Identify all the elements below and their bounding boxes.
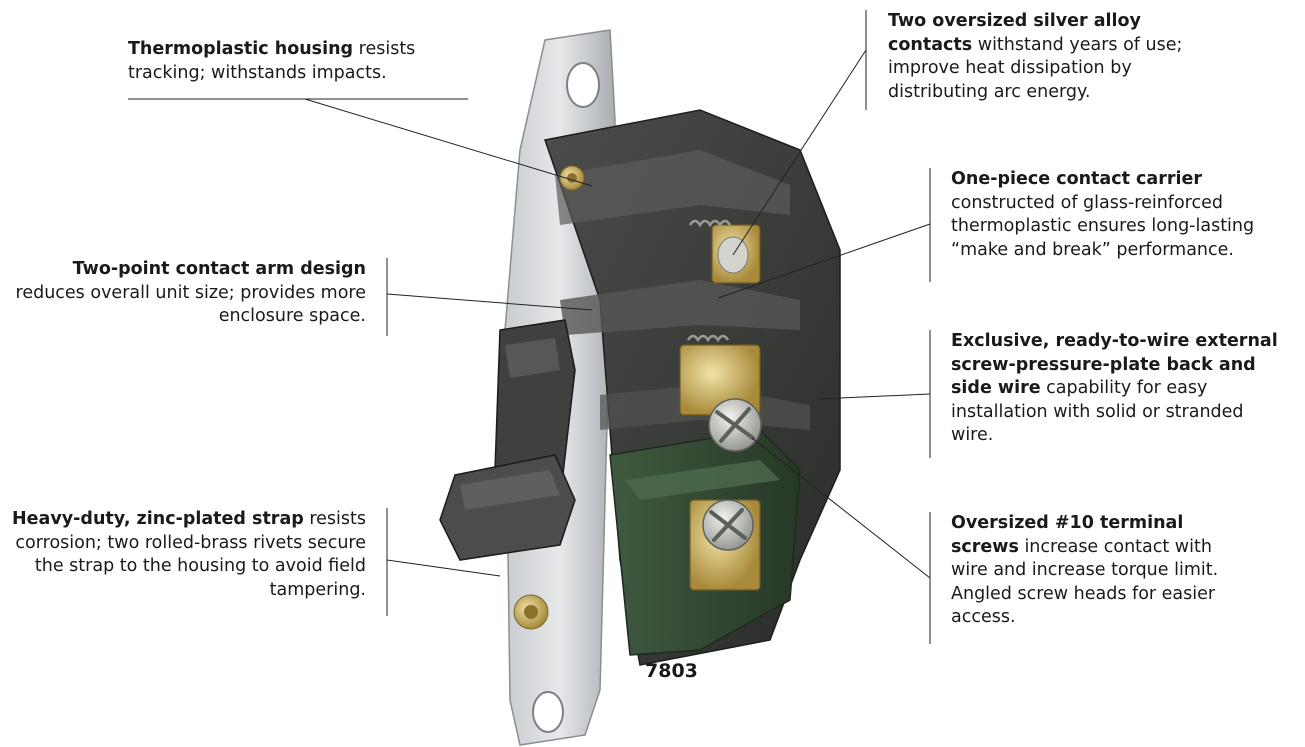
terminal-screw-graphic (702, 398, 762, 551)
leader-contact-arm (386, 293, 593, 311)
callout-terminal-screws-title: Oversized #10 terminal screws (951, 513, 1184, 557)
leader-contact-carrier (717, 223, 931, 299)
callout-silver-contacts-title: Two oversized silver alloy contacts (888, 11, 1141, 55)
callout-contact-carrier: One-piece contact carrier constructed of… (951, 168, 1301, 262)
leader-terminal-screws (751, 437, 931, 579)
leader-pressure-plate (817, 393, 931, 400)
callout-strap-title: Heavy-duty, zinc-plated strap (12, 509, 304, 529)
callout-contact-arm-title: Two-point contact arm design (72, 259, 366, 279)
callout-terminal-screws: Oversized #10 terminal screws increase c… (951, 512, 1246, 630)
callout-contact-carrier-text: constructed of glass-reinforced thermopl… (951, 192, 1255, 260)
contact-hardware-graphic (679, 219, 761, 591)
callout-contact-carrier-title: One-piece contact carrier (951, 169, 1202, 189)
callout-silver-contacts-text: withstand years of use; improve heat dis… (888, 34, 1183, 102)
callout-contact-arm: Two-point contact arm design reduces ove… (8, 258, 366, 329)
callout-pressure-plate-title: Exclusive, ready-to-wire external screw-… (951, 331, 1278, 398)
callout-strap: Heavy-duty, zinc-plated strap resists co… (8, 508, 366, 602)
callout-terminal-screws-text: increase contact with wire and increase … (951, 536, 1219, 628)
callout-housing-title: Thermoplastic housing (128, 39, 354, 59)
leader-silver-contacts (732, 49, 867, 256)
callout-silver-contacts: Two oversized silver alloy contacts with… (888, 10, 1196, 104)
leader-strap (386, 559, 501, 577)
callout-contact-arm-text: reduces overall unit size; provides more… (15, 282, 366, 327)
callout-housing-text: resists tracking; withstands impacts. (128, 39, 416, 83)
callout-pressure-plate-text: capability for easy installation with so… (951, 378, 1244, 445)
callout-pressure-plate: Exclusive, ready-to-wire external screw-… (951, 330, 1281, 448)
rivet-graphic (513, 165, 585, 630)
toggle-lever-graphic (439, 319, 576, 561)
callout-strap-text: resists corrosion; two rolled-brass rive… (15, 509, 366, 600)
product-model-number: 7803 (645, 660, 698, 682)
callout-housing: Thermoplastic housing resists tracking; … (128, 38, 473, 85)
leader-housing (304, 98, 593, 187)
